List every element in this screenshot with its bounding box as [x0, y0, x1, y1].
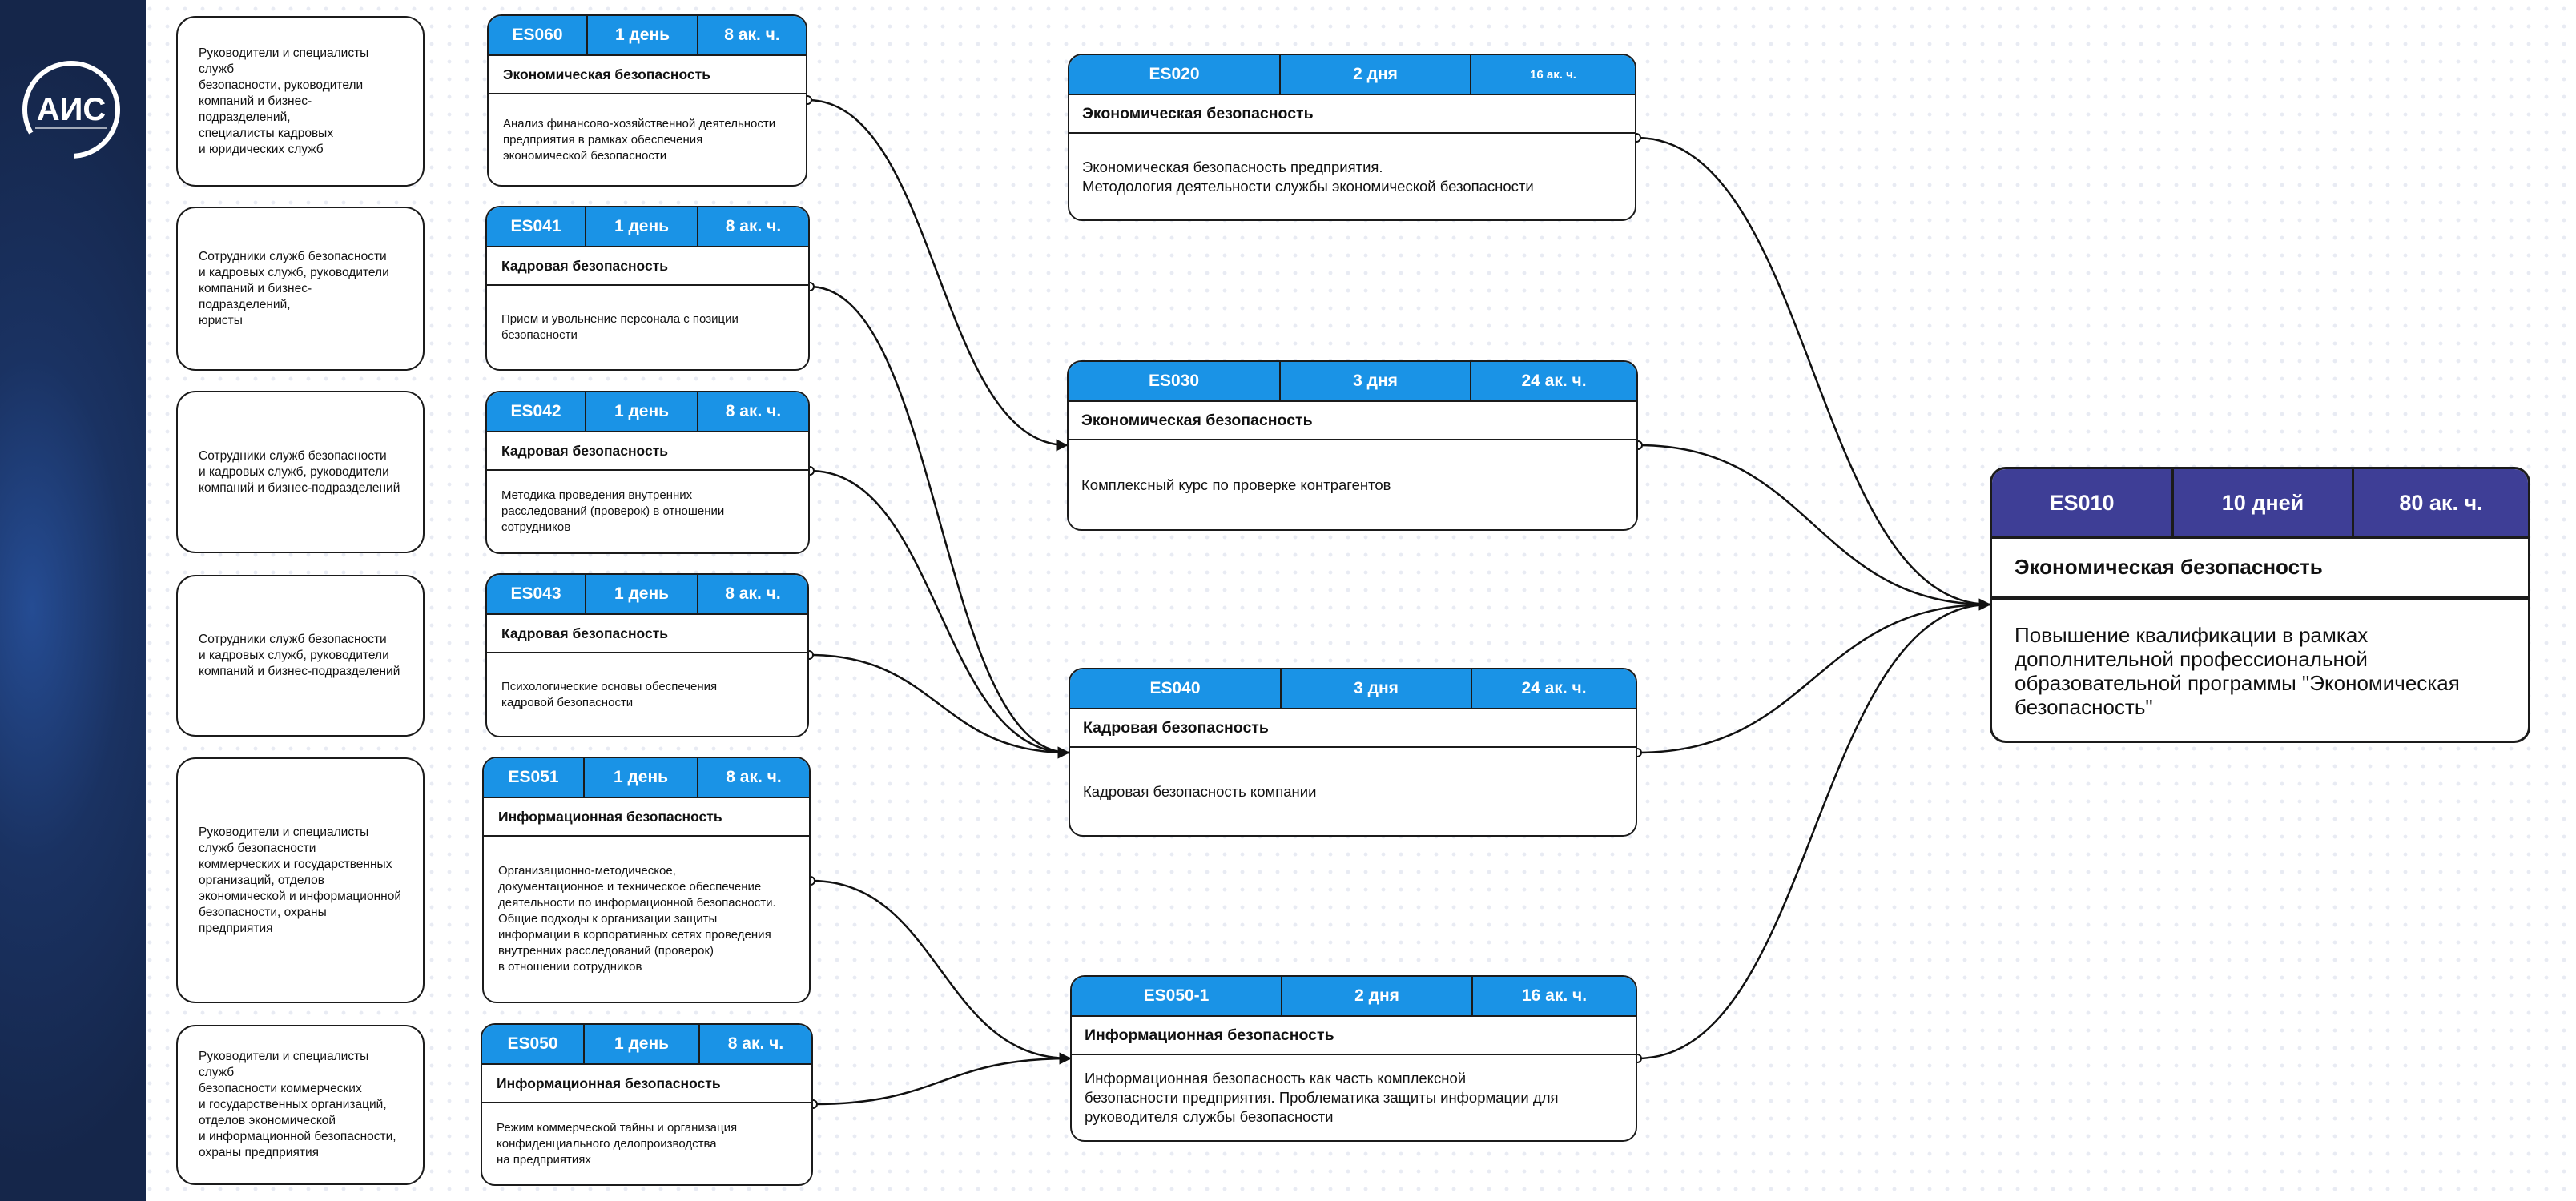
- course-header: ES051 1 день 8 ак. ч.: [484, 758, 809, 797]
- course-duration: 1 день: [586, 16, 697, 54]
- course-code: ES020: [1149, 65, 1200, 83]
- course-code: ES041: [510, 217, 561, 235]
- course-title: Экономическая безопасность: [1069, 94, 1635, 134]
- course-description: Организационно-методическое, документаци…: [498, 864, 776, 974]
- course-card-es043[interactable]: ES043 1 день 8 ак. ч. Кадровая безопасно…: [485, 573, 809, 737]
- course-header: ES020 2 дня 16 ак. ч.: [1069, 55, 1635, 94]
- connector-es051-to-es050-1: [810, 879, 1072, 1065]
- course-duration: 1 день: [585, 392, 697, 431]
- course-description: Повышение квалификации в рамках дополнит…: [2015, 622, 2460, 719]
- course-hours: 8 ак. ч.: [697, 575, 807, 613]
- course-header: ES050-1 2 дня 16 ак. ч.: [1072, 977, 1636, 1015]
- course-hours: 8 ак. ч.: [698, 1025, 811, 1063]
- course-code: ES050-1: [1143, 986, 1210, 1005]
- audience-box: Сотрудники служб безопасности и кадровых…: [176, 207, 425, 371]
- course-card-es051[interactable]: ES051 1 день 8 ак. ч. Информационная без…: [482, 757, 811, 1003]
- course-card-es050[interactable]: ES050 1 день 8 ак. ч. Информационная без…: [481, 1023, 813, 1186]
- course-header: ES060 1 день 8 ак. ч.: [489, 16, 806, 54]
- course-description: Анализ финансово-хозяйственной деятельно…: [503, 116, 776, 163]
- course-card-es060[interactable]: ES060 1 день 8 ак. ч. Экономическая безо…: [487, 14, 807, 187]
- course-code: ES042: [510, 402, 561, 420]
- course-description: Комплексный курс по проверке контрагенто…: [1081, 476, 1391, 493]
- audience-box: Руководители и специалисты служб безопас…: [176, 757, 425, 1003]
- course-card-es020[interactable]: ES020 2 дня 16 ак. ч. Экономическая безо…: [1068, 54, 1636, 221]
- course-hours: 24 ак. ч.: [1470, 362, 1636, 400]
- course-duration: 1 день: [585, 575, 697, 613]
- course-hours: 24 ак. ч.: [1471, 669, 1636, 708]
- course-header: ES042 1 день 8 ак. ч.: [487, 392, 808, 431]
- connector-es050-1-to-es010: [1636, 598, 1991, 1060]
- course-description: Информационная безопасность как часть ко…: [1085, 1070, 1559, 1125]
- course-title: Кадровая безопасность: [487, 431, 808, 471]
- connector-es020-to-es010: [1636, 136, 1991, 611]
- course-header: ES010 10 дней 80 ак. ч.: [1992, 469, 2528, 536]
- course-hours: 8 ак. ч.: [697, 758, 809, 797]
- course-description: Психологические основы обеспечения кадро…: [501, 679, 718, 709]
- course-header: ES030 3 дня 24 ак. ч.: [1069, 362, 1636, 400]
- connector-es043-to-es040: [808, 653, 1070, 759]
- course-title: Кадровая безопасность: [1070, 708, 1636, 748]
- course-card-es040[interactable]: ES040 3 дня 24 ак. ч. Кадровая безопасно…: [1069, 668, 1637, 837]
- course-duration: 2 дня: [1281, 977, 1471, 1015]
- connector-es041-to-es040: [809, 285, 1070, 759]
- course-title: Кадровая безопасность: [487, 246, 808, 286]
- course-title: Кадровая безопасность: [487, 613, 807, 653]
- course-header: ES050 1 день 8 ак. ч.: [482, 1025, 811, 1063]
- course-description: Режим коммерческой тайны и организация к…: [497, 1120, 738, 1167]
- course-code: ES043: [510, 584, 561, 603]
- audience-box: Сотрудники служб безопасности и кадровых…: [176, 575, 425, 737]
- course-code: ES051: [508, 768, 559, 786]
- logo-text: АИС: [37, 92, 107, 127]
- course-header: ES041 1 день 8 ак. ч.: [487, 207, 808, 246]
- course-hours: 8 ак. ч.: [697, 392, 808, 431]
- course-duration: 3 дня: [1280, 669, 1471, 708]
- course-title: Экономическая безопасность: [1069, 400, 1636, 440]
- course-duration: 1 день: [585, 207, 697, 246]
- audience-box: Сотрудники служб безопасности и кадровых…: [176, 391, 425, 553]
- course-duration: 10 дней: [2171, 469, 2352, 536]
- course-hours: 80 ак. ч.: [2352, 469, 2528, 536]
- course-code: ES030: [1148, 372, 1200, 390]
- connector-es040-to-es010: [1636, 598, 1991, 754]
- course-title: Информационная безопасность: [1072, 1015, 1636, 1055]
- course-hours: 8 ак. ч.: [697, 16, 806, 54]
- course-card-es050-1[interactable]: ES050-1 2 дня 16 ак. ч. Информационная б…: [1070, 975, 1637, 1142]
- audience-box: Руководители и специалисты служб безопас…: [176, 16, 425, 187]
- course-card-es041[interactable]: ES041 1 день 8 ак. ч. Кадровая безопасно…: [485, 206, 810, 371]
- connector-es030-to-es010: [1637, 444, 1991, 611]
- course-title: Информационная безопасность: [484, 797, 809, 837]
- course-title: Информационная безопасность: [482, 1063, 811, 1103]
- course-title: Экономическая безопасность: [489, 54, 806, 94]
- course-duration: 1 день: [583, 1025, 698, 1063]
- course-code: ES050: [507, 1034, 558, 1053]
- course-header: ES043 1 день 8 ак. ч.: [487, 575, 807, 613]
- connector-es060-to-es030: [807, 98, 1069, 452]
- audience-box: Руководители и специалисты служб безопас…: [176, 1025, 425, 1185]
- course-code: ES060: [512, 26, 563, 44]
- sidebar-panel: АИС: [0, 0, 146, 1201]
- course-hours: 16 ак. ч.: [1471, 977, 1636, 1015]
- course-code: ES010: [2049, 490, 2115, 515]
- course-title: Экономическая безопасность: [1992, 536, 2528, 600]
- course-card-es010[interactable]: ES010 10 дней 80 ак. ч. Экономическая бе…: [1990, 467, 2530, 743]
- course-card-es042[interactable]: ES042 1 день 8 ак. ч. Кадровая безопасно…: [485, 391, 810, 554]
- connector-es050-to-es050-1: [812, 1052, 1072, 1106]
- course-description: Экономическая безопасность предприятия. …: [1082, 158, 1534, 195]
- course-description: Кадровая безопасность компании: [1083, 782, 1317, 800]
- course-description: Методика проведения внутренних расследов…: [501, 488, 725, 534]
- course-description: Прием и увольнение персонала с позиции б…: [501, 312, 739, 342]
- course-duration: 3 дня: [1279, 362, 1470, 400]
- connector-es042-to-es040: [809, 469, 1070, 759]
- course-card-es030[interactable]: ES030 3 дня 24 ак. ч. Экономическая безо…: [1067, 360, 1638, 531]
- course-header: ES040 3 дня 24 ак. ч.: [1070, 669, 1636, 708]
- course-duration: 1 день: [583, 758, 697, 797]
- course-code: ES040: [1149, 679, 1201, 697]
- course-hours: 16 ак. ч.: [1470, 55, 1635, 94]
- course-hours: 8 ак. ч.: [697, 207, 808, 246]
- ais-logo: АИС: [22, 61, 120, 159]
- course-duration: 2 дня: [1279, 55, 1470, 94]
